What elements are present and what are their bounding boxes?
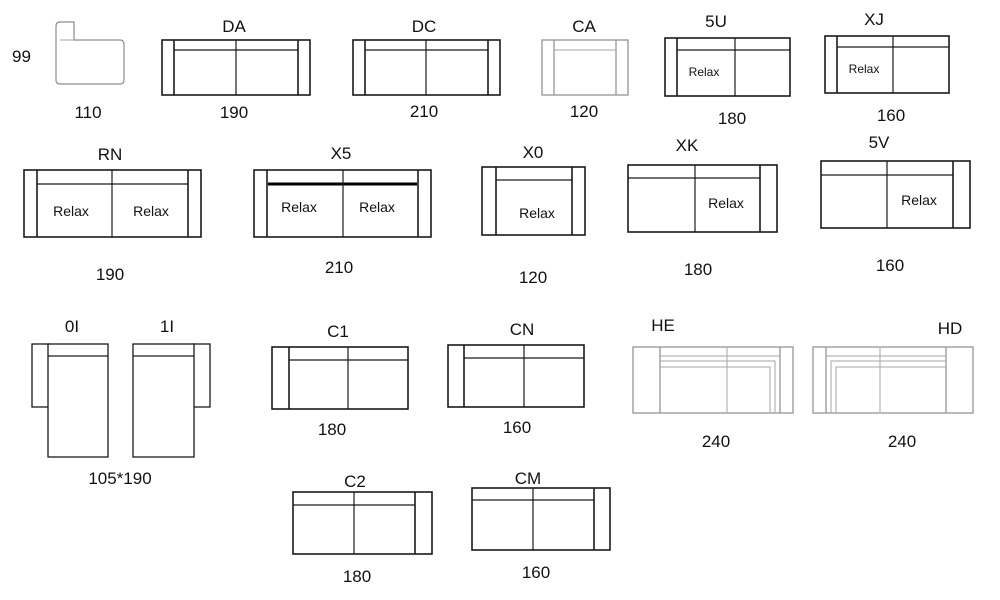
module-dc: DC 210 — [352, 17, 501, 121]
module-corner: 99 110 — [12, 21, 125, 122]
module-ca: CA 120 — [541, 17, 629, 121]
module-width-label: 180 — [318, 420, 346, 439]
module-width-label: 110 — [74, 103, 101, 122]
relax-label: Relax — [901, 192, 937, 208]
relax-label: Relax — [281, 199, 317, 215]
module-code-label: CA — [572, 17, 596, 36]
module-code-label: CN — [510, 320, 535, 339]
module-width-label: 160 — [522, 563, 550, 582]
module-c2: C2 180 — [292, 472, 433, 586]
module-5u: Relax 5U 180 — [664, 12, 791, 128]
module-width-label: 240 — [888, 432, 916, 451]
module-xj: Relax XJ 160 — [824, 10, 950, 125]
relax-label: Relax — [519, 205, 555, 221]
module-code-label: DC — [412, 17, 437, 36]
module-code-label: X0 — [523, 143, 544, 162]
module-code-label: DA — [222, 17, 246, 36]
relax-label: Relax — [359, 199, 395, 215]
module-side-dim: 99 — [12, 47, 31, 66]
relax-label: Relax — [53, 203, 89, 219]
module-width-label: 190 — [220, 103, 248, 122]
relax-label: Relax — [708, 195, 744, 211]
module-5v: Relax 5V 160 — [820, 133, 971, 275]
module-he: HE 240 — [632, 316, 794, 451]
module-width-label: 180 — [718, 109, 746, 128]
module-width-label: 120 — [570, 102, 598, 121]
module-c1: C1 180 — [271, 322, 409, 439]
module-x0: Relax X0 120 — [481, 143, 586, 287]
module-code-label: HE — [651, 316, 675, 335]
module-xk: Relax XK 180 — [627, 136, 778, 279]
module-code-label: 0I — [65, 317, 79, 336]
relax-label: Relax — [849, 62, 880, 76]
module-width-label: 190 — [96, 265, 124, 284]
module-code-label: RN — [98, 145, 123, 164]
module-cm: CM 160 — [471, 469, 611, 582]
module-width-label: 240 — [702, 432, 730, 451]
chaise-dimension-label: 105*190 — [88, 469, 151, 488]
module-width-label: 160 — [877, 106, 905, 125]
module-width-label: 160 — [503, 418, 531, 437]
relax-label: Relax — [133, 203, 169, 219]
module-width-label: 210 — [410, 102, 438, 121]
module-code-label: HD — [938, 319, 963, 338]
module-code-label: XK — [676, 136, 699, 155]
module-code-label: 5V — [869, 133, 890, 152]
module-width-label: 210 — [325, 258, 353, 277]
module-width-label: 180 — [343, 567, 371, 586]
relax-label: Relax — [689, 65, 720, 79]
module-1i: 1I — [132, 317, 211, 458]
module-code-label: C2 — [344, 472, 366, 491]
module-width-label: 180 — [684, 260, 712, 279]
module-cn: CN 160 — [447, 320, 585, 437]
module-code-label: CM — [515, 469, 541, 488]
module-da: DA 190 — [161, 17, 311, 122]
module-0i: 0I — [31, 317, 109, 458]
module-rn: Relax Relax RN 190 — [23, 145, 202, 284]
module-x5: Relax Relax X5 210 — [253, 144, 432, 277]
module-code-label: C1 — [327, 322, 349, 341]
module-code-label: 5U — [705, 12, 727, 31]
module-code-label: XJ — [864, 10, 884, 29]
module-hd: HD 240 — [812, 319, 974, 451]
module-width-label: 160 — [876, 256, 904, 275]
module-width-label: 120 — [519, 268, 547, 287]
module-code-label: X5 — [331, 144, 352, 163]
module-code-label: 1I — [160, 317, 174, 336]
